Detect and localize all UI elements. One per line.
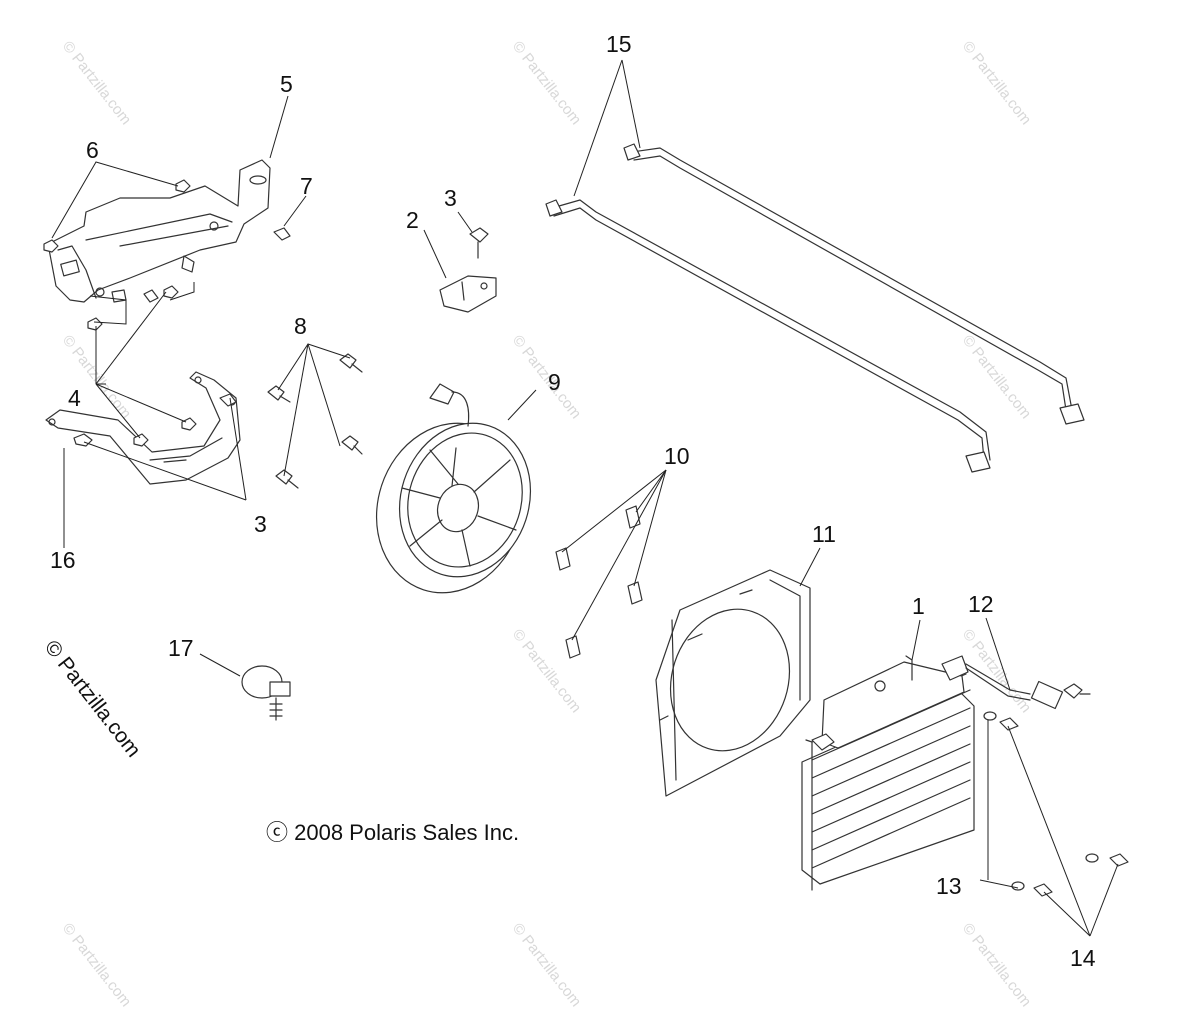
watermark-tile: © Partzilla.com bbox=[509, 920, 585, 1010]
callout-17: 17 bbox=[168, 635, 194, 661]
callout-14: 14 bbox=[1070, 945, 1096, 971]
callout-16: 16 bbox=[50, 547, 76, 573]
callout-3-lower: 3 bbox=[254, 511, 267, 537]
callout-3-upper: 3 bbox=[444, 185, 457, 211]
watermark-tile: © Partzilla.com bbox=[59, 920, 135, 1010]
watermark-tiles: © Partzilla.com © Partzilla.com © Partzi… bbox=[59, 38, 1035, 1010]
callout-1: 1 bbox=[912, 593, 925, 619]
cooling-fan bbox=[375, 383, 532, 594]
bolts-8 bbox=[267, 353, 363, 489]
callout-12: 12 bbox=[968, 591, 994, 617]
watermark-tile: © Partzilla.com bbox=[959, 38, 1035, 128]
watermark-tile: © Partzilla.com bbox=[509, 332, 585, 422]
callout-10: 10 bbox=[664, 443, 690, 469]
oil-lines bbox=[545, 143, 1085, 473]
watermark-tile: © Partzilla.com bbox=[59, 38, 135, 128]
callout-7: 7 bbox=[300, 173, 313, 199]
callout-11: 11 bbox=[812, 521, 836, 547]
fasteners-left bbox=[43, 179, 291, 447]
callout-13: 13 bbox=[936, 873, 962, 899]
callout-4: 4 bbox=[68, 385, 81, 411]
washers-bolts bbox=[983, 711, 1129, 897]
callouts: 1 2 3 3 4 5 6 7 8 9 10 11 12 13 14 15 16… bbox=[50, 31, 1096, 971]
clamp-2 bbox=[439, 227, 497, 313]
watermark-tile: © Partzilla.com bbox=[959, 332, 1035, 422]
lower-bracket bbox=[45, 371, 241, 485]
callout-9: 9 bbox=[548, 369, 561, 395]
watermark-tile: © Partzilla.com bbox=[509, 38, 585, 128]
leader-lines bbox=[51, 59, 1119, 937]
copyright-notice: ⓒ 2008 Polaris Sales Inc. bbox=[266, 820, 520, 845]
fan-shroud bbox=[655, 569, 811, 797]
callout-2: 2 bbox=[406, 207, 419, 233]
upper-bracket bbox=[47, 159, 271, 303]
callout-15: 15 bbox=[606, 31, 632, 57]
harness-12 bbox=[941, 655, 1091, 710]
oil-cooler bbox=[801, 655, 975, 891]
hose-clip-17 bbox=[241, 665, 291, 721]
callout-5: 5 bbox=[280, 71, 293, 97]
watermark-tile: © Partzilla.com bbox=[959, 920, 1035, 1010]
clips-10 bbox=[555, 505, 643, 659]
callout-8: 8 bbox=[294, 313, 307, 339]
callout-6: 6 bbox=[86, 137, 99, 163]
